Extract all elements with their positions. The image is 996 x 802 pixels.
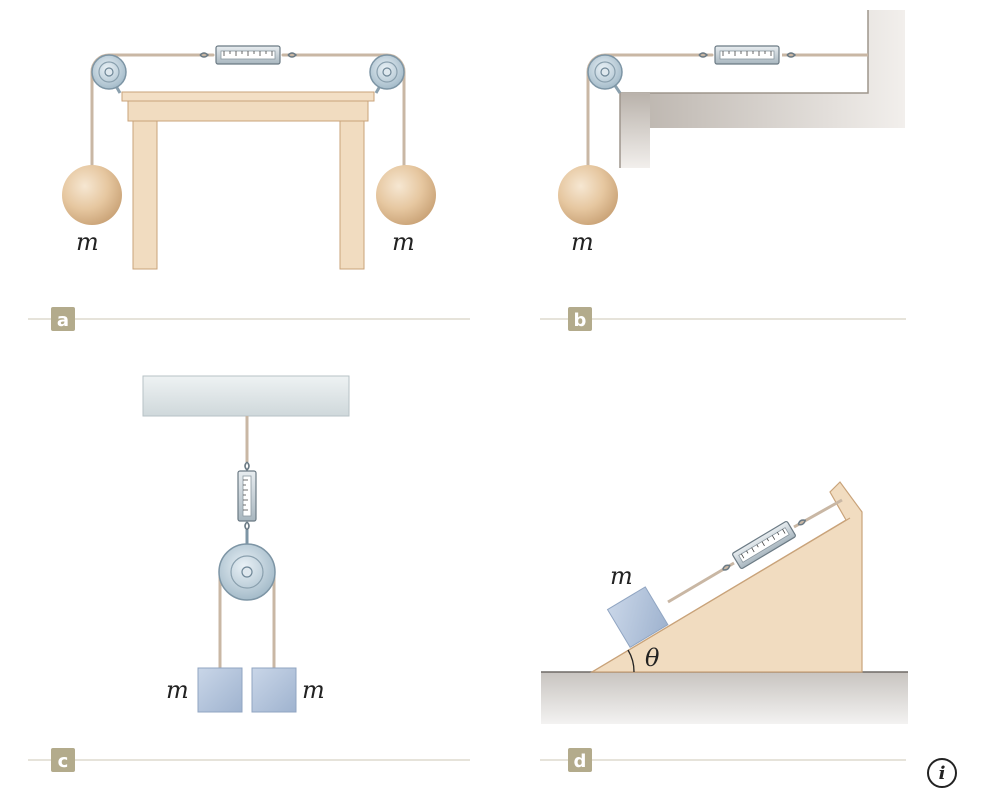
mass-label: m [610,562,633,590]
ground [541,672,908,724]
pulley [218,543,276,601]
pulley-left [91,54,127,90]
sphere-mass-left [62,165,122,225]
mass-label-right: m [392,228,415,256]
sphere-mass-right [376,165,436,225]
mass-label-right: m [302,676,325,704]
table [121,91,375,270]
angle-arc [627,649,635,673]
block-mass-right [251,667,297,713]
wall [619,10,905,168]
spring-scale [237,461,257,532]
pulley-right [369,54,405,90]
info-icon: i [938,762,946,784]
rope-to-stop [793,498,843,529]
panel-letter-b: b [574,310,587,331]
block-mass-left [197,667,243,713]
panel-label-b [568,307,592,331]
panel-b: m b [540,10,906,331]
mass-label-left: m [76,228,99,256]
panel-label-d [568,748,592,772]
panel-letter-d: d [574,751,587,772]
pulley [587,54,623,90]
ceiling [142,375,350,417]
mass-label: m [571,228,594,256]
panel-label-a [51,307,75,331]
mass-label-left: m [166,676,189,704]
panel-a: m m a [28,45,470,331]
block-mass [606,586,669,648]
panel-d: θ m d [540,481,908,772]
panel-label-c [51,748,75,772]
panel-c: m m c [28,375,470,772]
panel-letter-c: c [58,751,69,772]
sphere-mass [558,165,618,225]
angle-label: θ [645,644,660,672]
panel-letter-a: a [57,310,69,331]
info-button[interactable]: i [927,758,957,788]
